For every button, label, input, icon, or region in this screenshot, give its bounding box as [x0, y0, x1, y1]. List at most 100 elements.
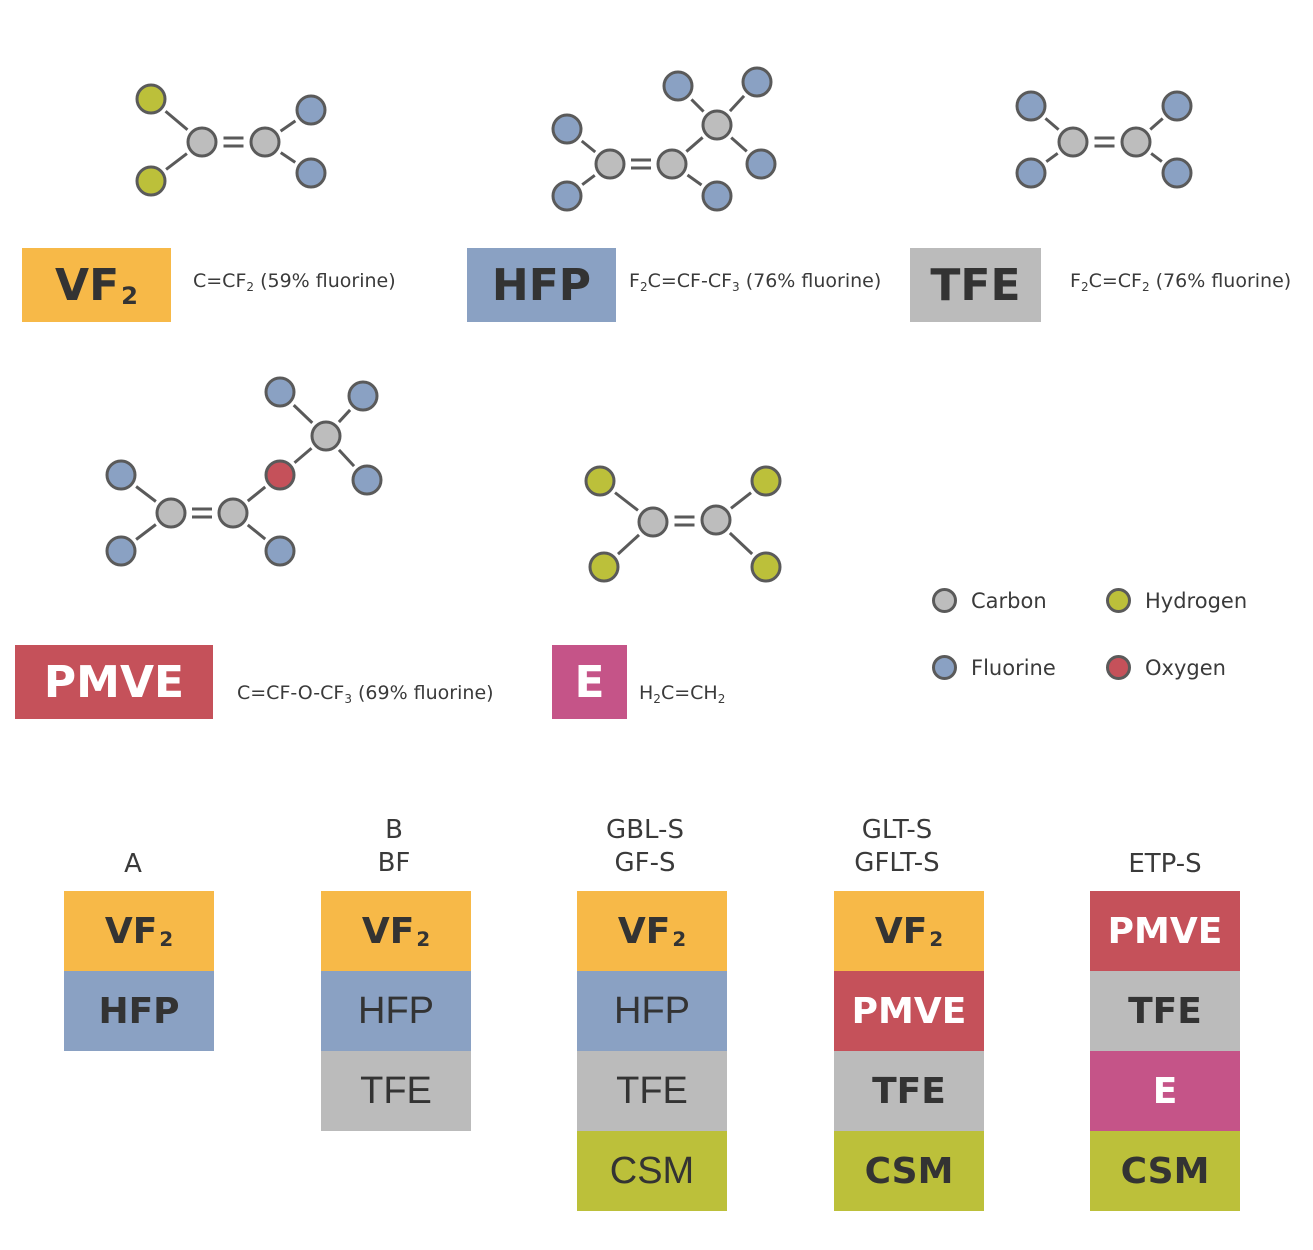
stack-block-label: CSM: [864, 1150, 954, 1192]
stack-block-label: HFP: [98, 990, 180, 1032]
fluorine-atom: [351, 464, 383, 496]
carbon-atom: [310, 420, 342, 452]
single-bond: [165, 152, 188, 171]
single-bond: [690, 98, 705, 113]
stack-block-label: HFP: [358, 989, 434, 1032]
stack-block-label: TFE: [872, 1070, 946, 1112]
single-bond: [581, 174, 596, 186]
badge-tfe-label: TFE: [930, 259, 1021, 311]
formula-pmve: C=CF-O-CF3 (69% fluorine): [237, 682, 494, 706]
stack-block-hfp: HFP: [577, 971, 727, 1051]
hydrogen-atom: [588, 551, 620, 583]
hydrogen-atom: [135, 165, 167, 197]
hydrogen-atom: [750, 551, 782, 583]
single-bond: [246, 485, 267, 503]
group-etp-title-1: ETP-S: [1128, 849, 1202, 879]
hydrogen-atom: [750, 465, 782, 497]
stack-block-label: PMVE: [851, 990, 967, 1032]
molecule-diagrams: [105, 66, 1193, 583]
group-title-gbl: GBL-S GF-S: [570, 814, 720, 880]
single-bond: [730, 491, 752, 510]
carbon-atom: [656, 148, 688, 180]
stack-block-e: E: [1090, 1051, 1240, 1131]
badge-pmve-label: PMVE: [43, 656, 185, 708]
carbon-atom: [637, 506, 669, 538]
group-a-title-1: A: [124, 849, 142, 879]
stack-block-subscript: 2: [672, 928, 687, 952]
carbon-atom: [249, 126, 281, 158]
stack-block-tfe: TFE: [834, 1051, 984, 1131]
group-b-title-1: B: [385, 815, 403, 845]
single-bond: [293, 447, 313, 464]
fluorine-atom: [295, 94, 327, 126]
stack-block-label: TFE: [616, 1069, 688, 1112]
formula-vf2: C=CF2 (59% fluorine): [193, 270, 396, 294]
single-bond: [164, 110, 189, 131]
badge-pmve: PMVE: [15, 645, 213, 719]
single-bond: [1044, 117, 1060, 131]
group-title-glt: GLT-S GFLT-S: [822, 814, 972, 880]
fluorine-atom: [1015, 157, 1047, 189]
single-bond: [135, 485, 157, 503]
formula-tfe: F2C=CF2 (76% fluorine): [1070, 270, 1292, 294]
oxygen-atom-icon: [1106, 655, 1131, 680]
stack-block-label: VF: [617, 910, 671, 952]
fluorine-atom: [701, 180, 733, 212]
fluorine-atom: [741, 66, 773, 98]
single-bond: [730, 136, 748, 153]
stack-block-label: VF: [104, 910, 158, 952]
stack-block-tfe: TFE: [577, 1051, 727, 1131]
carbon-atom: [1057, 126, 1089, 158]
single-bond: [580, 139, 597, 154]
single-bond: [279, 151, 297, 164]
stack-block-label: CSM: [609, 1149, 695, 1192]
single-bond: [1149, 117, 1164, 131]
stack-block-label: VF: [361, 910, 415, 952]
stack-block-hfp: HFP: [64, 971, 214, 1051]
single-bond: [686, 173, 703, 187]
badge-e: E: [552, 645, 627, 719]
single-bond: [614, 491, 639, 512]
stack-block-subscript: 2: [929, 928, 944, 952]
single-bond: [337, 408, 352, 424]
stack-block-label: CSM: [1120, 1150, 1210, 1192]
stack-block-csm: CSM: [834, 1131, 984, 1211]
badge-e-label: E: [574, 656, 605, 708]
fluorine-atom: [551, 180, 583, 212]
carbon-atom: [701, 109, 733, 141]
legend-hydrogen-label: Hydrogen: [1145, 588, 1248, 613]
group-gbl-title-2: GF-S: [614, 848, 676, 878]
legend-fluorine-label: Fluorine: [971, 655, 1056, 680]
group-title-etp: ETP-S: [1090, 848, 1240, 881]
group-title-b: B BF: [319, 814, 469, 880]
stack-block-pmve: PMVE: [834, 971, 984, 1051]
hydrogen-atom: [135, 83, 167, 115]
stack-block-label: E: [1152, 1070, 1178, 1112]
fluorine-atom: [1161, 157, 1193, 189]
stack-block-tfe: TFE: [321, 1051, 471, 1131]
stack-block-tfe: TFE: [1090, 971, 1240, 1051]
stack-block-label: TFE: [360, 1069, 432, 1112]
badge-tfe: TFE: [910, 248, 1041, 322]
carbon-atom-icon: [932, 588, 957, 613]
carbon-atom: [155, 497, 187, 529]
badge-vf2-sub: 2: [121, 281, 138, 310]
fluorine-atom: [105, 535, 137, 567]
fluorine-atom: [1161, 90, 1193, 122]
badge-hfp: HFP: [467, 248, 616, 322]
fluorine-atom: [347, 380, 379, 412]
oxygen-atom: [264, 459, 296, 491]
legend-fluorine: Fluorine: [932, 655, 1056, 680]
legend-carbon-label: Carbon: [971, 588, 1047, 613]
hydrogen-atom-icon: [1106, 588, 1131, 613]
hydrogen-atom: [584, 465, 616, 497]
legend-hydrogen: Hydrogen: [1106, 588, 1247, 613]
group-b-title-2: BF: [377, 848, 411, 878]
